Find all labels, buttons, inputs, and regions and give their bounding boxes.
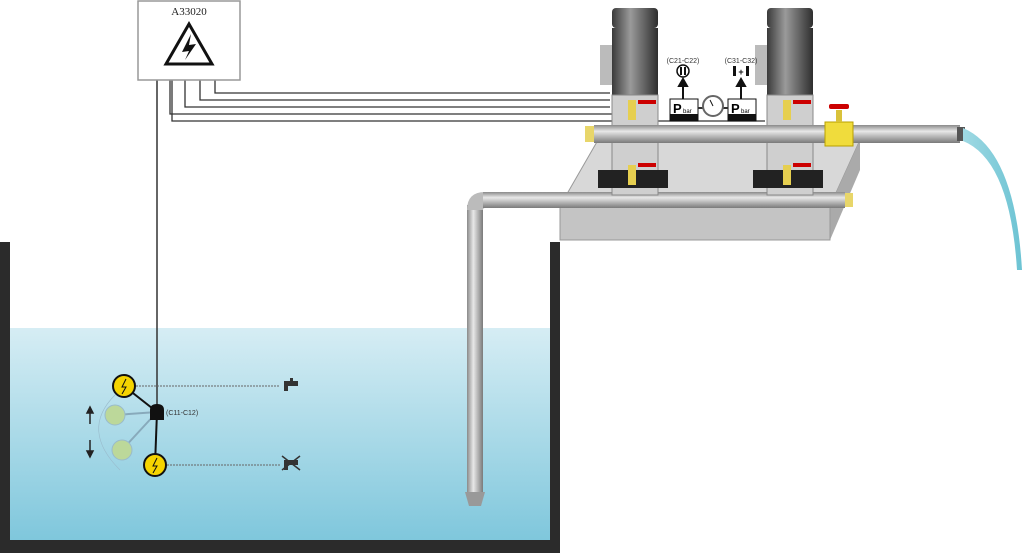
tap-open-icon bbox=[284, 378, 298, 391]
control-box[interactable]: A33020 bbox=[137, 0, 241, 81]
tank bbox=[0, 242, 560, 553]
float-high bbox=[112, 374, 136, 398]
pressure-gauge bbox=[698, 95, 728, 117]
tap-closed-icon bbox=[281, 455, 301, 471]
discharge-manifold bbox=[585, 125, 965, 143]
float-low bbox=[143, 453, 167, 477]
control-box-label: A33020 bbox=[171, 6, 207, 18]
pressure-switch-2[interactable]: P bar bbox=[727, 98, 757, 122]
pump-platform bbox=[559, 139, 861, 241]
float-switch: (C11-C12) bbox=[98, 374, 198, 477]
high-voltage-icon bbox=[163, 20, 215, 66]
water bbox=[10, 328, 550, 540]
control-wires bbox=[156, 80, 765, 405]
suction-pipe bbox=[465, 192, 853, 506]
gate-valve[interactable] bbox=[824, 104, 854, 147]
svg-text:+: + bbox=[738, 67, 743, 77]
pump-control-code-2: (C31-C32) bbox=[725, 58, 758, 65]
pump-2[interactable] bbox=[753, 8, 823, 196]
pressure-symbol: P bbox=[673, 101, 682, 116]
outlet-hose bbox=[963, 128, 1022, 270]
level-arrows bbox=[85, 405, 95, 459]
pressure-symbol: P bbox=[731, 101, 740, 116]
pump-rotation-icon bbox=[676, 64, 690, 78]
float-ghost-up bbox=[104, 404, 126, 426]
pump-control-code-1: (C21-C22) bbox=[667, 58, 700, 65]
float-ghost-down bbox=[111, 439, 133, 461]
pump-1[interactable] bbox=[598, 8, 668, 196]
signal-arrows bbox=[677, 76, 747, 99]
pressure-unit: bar bbox=[741, 109, 750, 115]
pump-addition-icon: + bbox=[733, 66, 749, 77]
pressure-switch-1[interactable]: P bar bbox=[669, 98, 699, 122]
float-switch-code: (C11-C12) bbox=[166, 410, 198, 417]
pressure-unit: bar bbox=[683, 109, 692, 115]
